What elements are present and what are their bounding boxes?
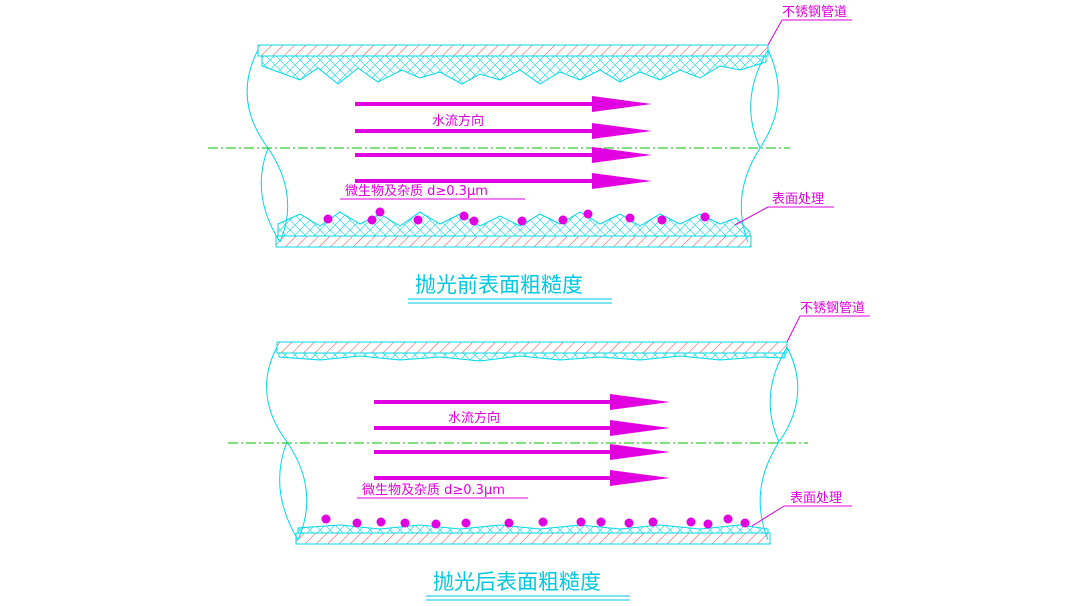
- particles: [321, 514, 750, 529]
- particle: [459, 211, 469, 221]
- surface-label-leader: [734, 206, 769, 226]
- particle: [367, 215, 377, 225]
- pipe-end-right-inner: [769, 346, 788, 443]
- title-after: 抛光后表面粗糙度: [433, 570, 601, 594]
- particle: [583, 209, 593, 219]
- particle: [538, 517, 548, 527]
- pipe-label: 不锈钢管道: [782, 5, 847, 20]
- particle: [352, 518, 362, 528]
- pipe-wall-top: [276, 341, 788, 354]
- particle: [431, 519, 441, 529]
- surface-label-leader: [751, 505, 785, 527]
- pipe-end-left-inner: [279, 441, 299, 541]
- pipe-end-right: [740, 49, 779, 243]
- particle: [469, 216, 479, 226]
- particle: [648, 517, 658, 527]
- particle: [321, 514, 331, 524]
- pipe-label: 不锈钢管道: [800, 301, 865, 316]
- particle-label: 微生物及杂质 d≥0.3μm: [362, 483, 505, 498]
- particle: [657, 215, 667, 225]
- particle: [576, 517, 586, 527]
- smooth-surface-bottom: [297, 524, 769, 534]
- pipe-wall-top: [257, 44, 769, 57]
- particle: [504, 518, 514, 528]
- rough-surface-bottom: [277, 211, 751, 237]
- smooth-surface-top: [278, 352, 786, 362]
- diagram-before-polishing: 水流方向 微生物及杂质 d≥0.3μm 不锈钢管道 表面处理 抛光前表面粗糙度: [208, 5, 852, 304]
- particle: [558, 215, 568, 225]
- surface-label: 表面处理: [790, 491, 842, 506]
- particle: [624, 518, 634, 528]
- title-before: 抛光前表面粗糙度: [415, 273, 583, 297]
- rough-surface-top: [261, 55, 767, 85]
- particle-label: 微生物及杂质 d≥0.3μm: [345, 184, 488, 199]
- particle: [413, 215, 423, 225]
- pipe-label-leader: [786, 315, 801, 343]
- particle: [596, 517, 606, 527]
- particle: [686, 517, 696, 527]
- pipe-wall-bottom: [275, 235, 752, 248]
- particle: [700, 212, 710, 222]
- diagram-after-polishing: 水流方向 微生物及杂质 d≥0.3μm 不锈钢管道 表面处理 抛光后表面: [228, 301, 870, 601]
- surface-label: 表面处理: [772, 192, 824, 207]
- pipe-wall-bottom: [295, 532, 771, 545]
- pipe-end-left: [246, 49, 289, 243]
- pipe-end-left-inner: [260, 147, 281, 243]
- particle: [375, 207, 385, 217]
- particle: [740, 518, 750, 528]
- particle: [461, 518, 471, 528]
- particle: [323, 214, 333, 224]
- particle: [625, 213, 635, 223]
- flow-direction-label: 水流方向: [448, 410, 500, 426]
- pipe-label-leader: [767, 19, 783, 46]
- particle: [400, 518, 410, 528]
- particle: [703, 519, 713, 529]
- flow-direction-label: 水流方向: [432, 113, 484, 129]
- pipe-end-right-inner: [750, 49, 769, 149]
- particle: [517, 216, 527, 226]
- particle: [723, 514, 733, 524]
- particles: [323, 207, 710, 226]
- particle: [376, 517, 386, 527]
